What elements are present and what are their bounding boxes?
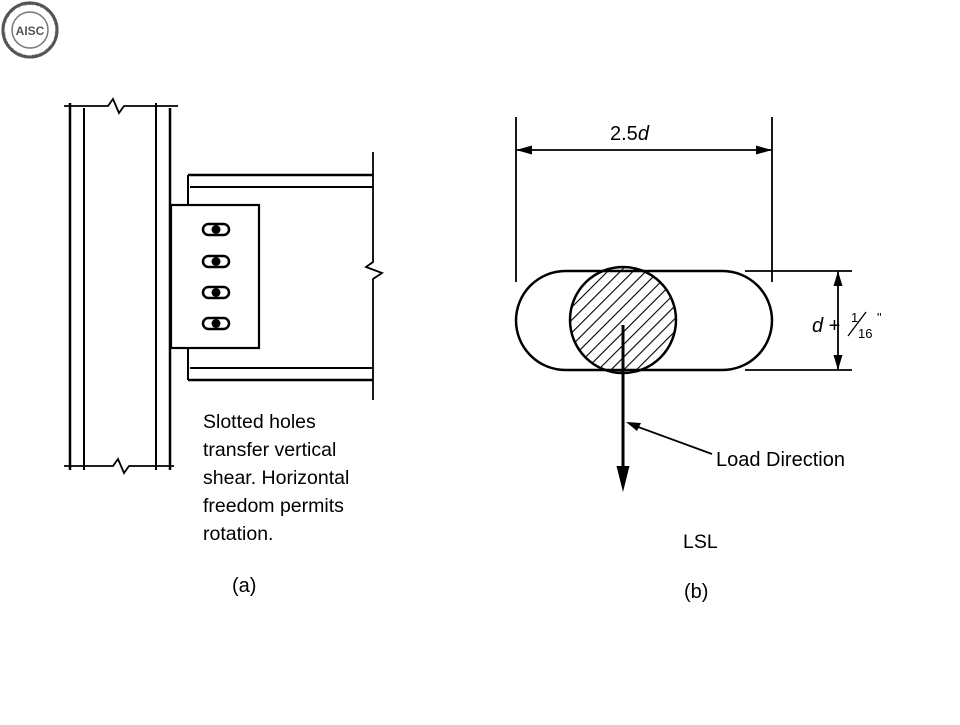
load-direction-label: Load Direction [716,449,845,471]
note-line: transfer vertical [203,439,336,461]
slotted-holes [201,222,231,331]
column-top-break [64,97,178,115]
slotted-hole [201,316,231,331]
figure-b-caption: (b) [684,581,708,603]
width-label: d + 1 16 " [812,310,882,341]
slot-type-label: LSL [683,531,718,553]
length-label: 2.5d [610,123,650,145]
figure-b-drawing [514,117,852,492]
slotted-hole [201,254,231,269]
figure-a-drawing [64,97,384,475]
logo-monogram: AISC [16,24,45,38]
beam [187,152,384,400]
unit-inch: " [877,310,882,325]
column-bottom-break [64,457,174,475]
slotted-hole [201,222,231,237]
figure-a-note: Slotted holes transfer vertical shear. H… [203,411,349,545]
load-arrow [616,325,630,492]
note-line: freedom permits [203,495,344,517]
figure-a-caption: (a) [232,575,256,597]
fraction-numerator: 1 [851,310,858,325]
load-leader [626,422,713,455]
length-dimension [515,117,773,282]
aisc-logo: AMERICAN INSTITUTE OF STEEL CONSTRUCTION… [0,0,59,59]
fraction-denominator: 16 [858,326,872,341]
beam-end-break [364,152,384,400]
slotted-hole [201,285,231,300]
column [64,97,178,475]
width-dimension [745,270,852,371]
note-line: Slotted holes [203,411,316,433]
note-line: shear. Horizontal [203,467,349,489]
svg-text:d +: d + [812,315,840,337]
note-line: rotation. [203,523,273,545]
